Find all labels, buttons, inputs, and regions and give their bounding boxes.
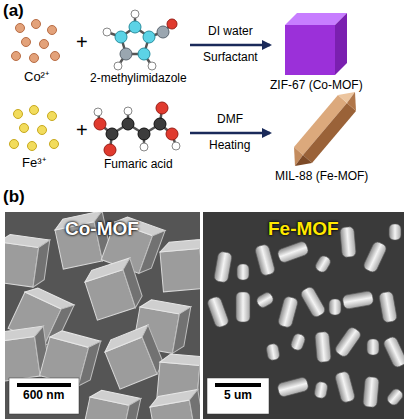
ion-label: Fe³⁺ (22, 156, 46, 171)
condition-label: DI water (208, 25, 253, 39)
scale-bar-label: 5 um (224, 389, 252, 403)
product-label: ZIF-67 (Co-MOF) (270, 79, 363, 93)
fumaric-acid-molecule (94, 102, 180, 156)
panel-label: (b) (3, 187, 25, 207)
product-label: MIL-88 (Fe-MOF) (275, 170, 368, 184)
methylimidazole-molecule (103, 10, 177, 70)
mil88-rod (294, 92, 356, 166)
plus-sign: + (76, 31, 88, 54)
sem-image-fe-mof (203, 212, 407, 419)
cobalt-ions (12, 20, 60, 63)
condition-label: Surfactant (203, 51, 258, 65)
image-label: Co-MOF (65, 218, 139, 240)
panel-label: (a) (3, 1, 24, 21)
reaction-arrow (190, 132, 270, 135)
sem-image-co-mof (0, 211, 213, 419)
iron-ions (10, 106, 59, 151)
scale-bar-label: 600 nm (23, 389, 64, 403)
zif67-cube (285, 13, 347, 75)
reagent-label: 2-methylimidazole (90, 72, 187, 86)
reagent-label: Fumaric acid (104, 158, 173, 172)
image-label: Fe-MOF (268, 218, 339, 240)
sem-panel: Co-MOF 600 nm (5, 212, 200, 419)
sem-panel: Fe-MOF 5 um (203, 212, 404, 419)
reaction-arrow (190, 44, 270, 47)
condition-label: DMF (217, 113, 243, 127)
ion-label: Co²⁺ (24, 70, 49, 85)
plus-sign: + (76, 119, 88, 142)
condition-label: Heating (209, 139, 250, 153)
